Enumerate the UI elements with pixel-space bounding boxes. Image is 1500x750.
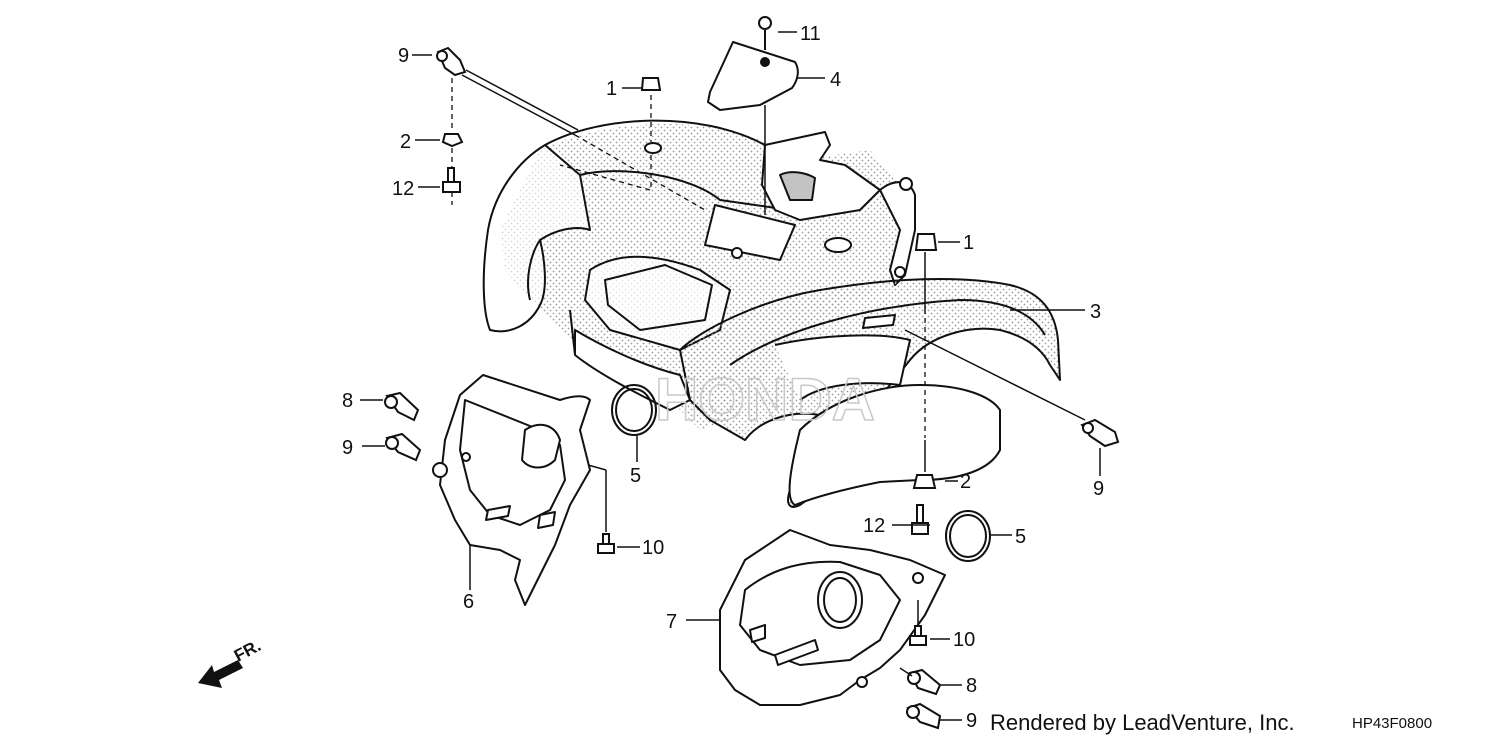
callout-9-top-left: 9	[398, 45, 409, 67]
callout-10-left: 10	[642, 537, 664, 559]
clip-9-right	[1080, 418, 1120, 448]
dashed-guide-lines	[451, 78, 926, 438]
nut-2-right	[912, 474, 937, 489]
callout-2-right: 2	[960, 471, 971, 493]
screw-10-left	[597, 533, 615, 554]
rendered-by-credit: Rendered by LeadVenture, Inc.	[990, 710, 1295, 735]
callout-1-right: 1	[963, 232, 974, 254]
front-fender-part-3: HONDA	[654, 277, 1061, 508]
callout-9-bottom: 9	[966, 710, 977, 732]
callout-5-right: 5	[1015, 526, 1026, 548]
callout-4: 4	[830, 69, 841, 91]
bolt-8-left	[384, 391, 420, 422]
callout-3: 3	[1090, 301, 1101, 323]
bolt-12-top	[442, 167, 461, 193]
callout-10-right: 10	[953, 629, 975, 651]
leader-lines	[360, 31, 1101, 721]
diagram-code: HP43F0800	[1352, 715, 1433, 732]
clip-9-left	[385, 432, 422, 462]
grommet-1-right	[914, 233, 938, 251]
callout-9-right: 9	[1093, 478, 1104, 500]
grommet-1-top	[640, 77, 662, 91]
callout-8-left: 8	[342, 390, 353, 412]
callout-9-left: 9	[342, 437, 353, 459]
callout-12-top-left: 12	[392, 178, 414, 200]
arrow-icon	[198, 660, 243, 688]
inner-panel-part-7	[719, 529, 946, 706]
callout-12-right: 12	[863, 515, 885, 537]
nut-2-top	[441, 133, 464, 148]
screw-10-right	[909, 625, 927, 646]
clip-9-bottom	[906, 702, 942, 730]
inner-panel-part-6	[432, 374, 591, 606]
callout-2-top-left: 2	[400, 131, 411, 153]
bolt-12-right	[911, 504, 929, 535]
fasteners	[384, 46, 1120, 730]
honda-watermark: HONDA	[655, 366, 875, 433]
callout-1-top: 1	[606, 78, 617, 100]
clip-9-top	[436, 46, 467, 77]
cover-part-4	[707, 16, 799, 111]
rear-fender-body	[482, 119, 916, 431]
ring-part-5a	[611, 384, 657, 436]
bolt-8-right	[907, 668, 942, 696]
front-direction-arrow: FR.	[198, 636, 264, 688]
callout-6: 6	[463, 591, 474, 613]
callout-8-right: 8	[966, 675, 977, 697]
callout-5-left: 5	[630, 465, 641, 487]
callout-7: 7	[666, 611, 677, 633]
ring-part-5b	[945, 510, 991, 562]
callout-11: 11	[800, 23, 821, 45]
